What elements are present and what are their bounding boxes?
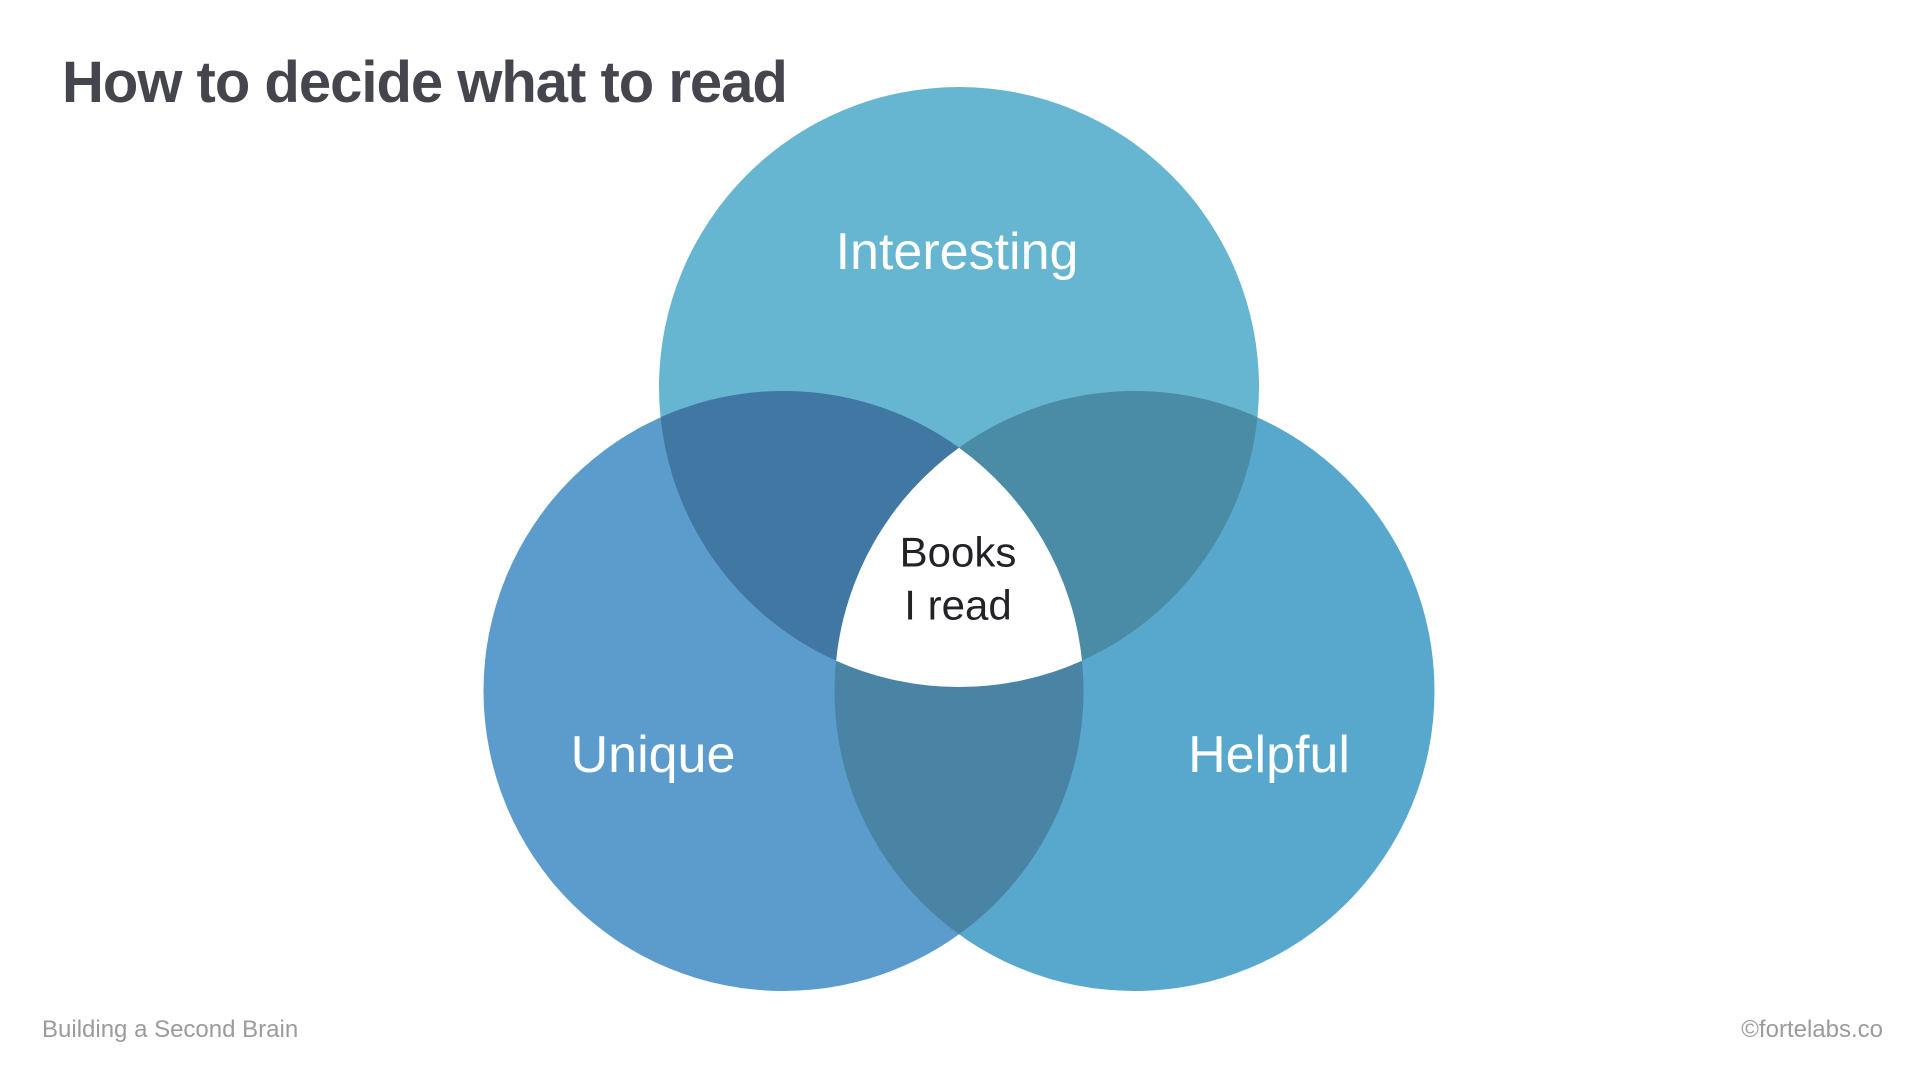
center-label-line1: Books	[900, 529, 1017, 576]
label-unique: Unique	[571, 726, 736, 784]
center-intersection	[836, 447, 1082, 688]
footer-source: Building a Second Brain	[42, 1016, 299, 1043]
footer-credit: ©fortelabs.co	[1741, 1016, 1883, 1043]
page-title: How to decide what to read	[62, 50, 788, 115]
center-label-line2: I read	[904, 582, 1011, 629]
label-interesting: Interesting	[836, 223, 1079, 281]
label-helpful: Helpful	[1188, 726, 1350, 784]
